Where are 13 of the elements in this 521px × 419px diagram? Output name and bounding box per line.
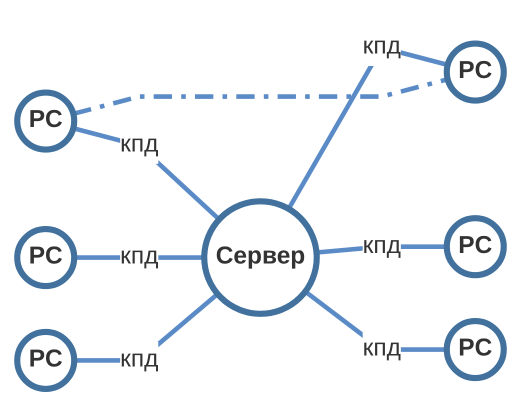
edge-label: кпд [362,233,401,260]
node-circle: PC [14,329,78,392]
node-circle: PC [14,226,78,290]
edge-label: кпд [120,347,158,374]
node-circle: PC [444,40,507,104]
edge-label: кпд [120,132,158,158]
node-circle: PC [444,318,507,382]
node-circle: Сервер [201,198,320,318]
node-circle: PC [444,216,507,279]
node-circle: PC [14,90,78,153]
edge-label: кпд [120,244,158,270]
edge-label: кпд [362,34,401,60]
edge-label: кпд [362,336,401,362]
